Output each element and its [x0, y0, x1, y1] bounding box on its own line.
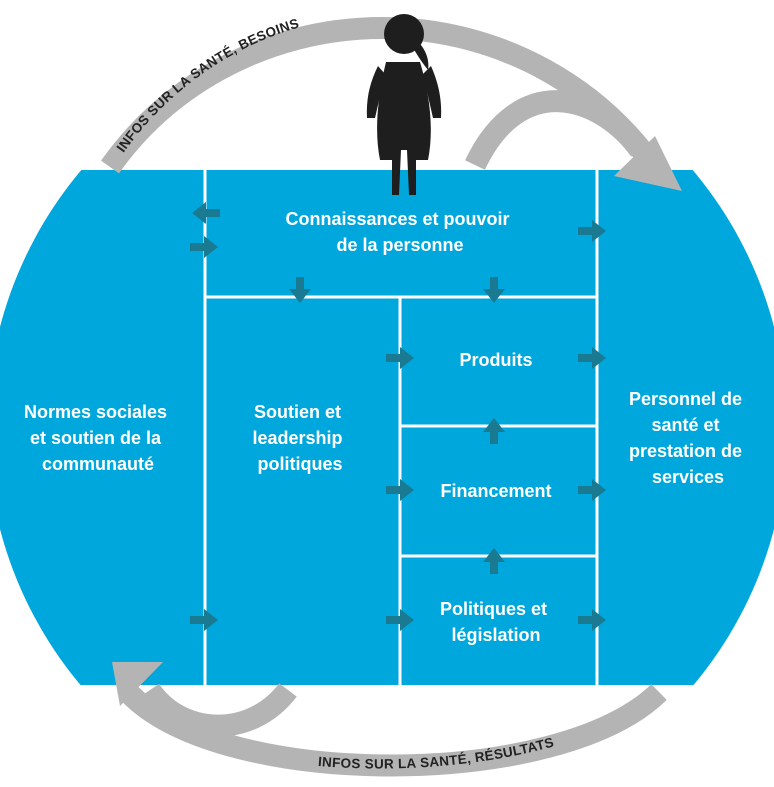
health-workforce-label: Personnel de santé et prestation de serv… — [629, 389, 747, 487]
arrow-financing-to-products — [483, 418, 505, 444]
arrow-political-to-products — [386, 347, 414, 369]
arrow-community-to-individual — [190, 236, 218, 258]
arrow-individual-to-products — [483, 277, 505, 303]
flow-arrows — [190, 202, 606, 631]
arrow-policies-to-financing — [483, 548, 505, 574]
arrow-financing-to-workforce — [578, 479, 606, 501]
arrow-political-to-policies — [386, 609, 414, 631]
policies-label: Politiques et législation — [440, 599, 552, 645]
bottom-cycle-arrow — [112, 662, 667, 777]
arrow-political-to-financing — [386, 479, 414, 501]
top-cycle-arrow — [101, 17, 682, 191]
financing-label: Financement — [440, 481, 551, 501]
products-label: Produits — [459, 350, 532, 370]
main-circle-band — [0, 170, 774, 685]
bottom-cycle-label: INFOS SUR LA SANTÉ, RÉSULTATS — [317, 734, 555, 771]
arrow-individual-to-workforce — [578, 220, 606, 242]
woman-person-icon — [366, 14, 442, 195]
arrow-products-to-workforce — [578, 347, 606, 369]
arrow-individual-to-political — [289, 277, 311, 303]
arrow-policies-to-workforce — [578, 609, 606, 631]
individual-label: Connaissances et pouvoir de la personne — [285, 209, 514, 255]
arrow-community-to-political — [190, 609, 218, 631]
arrow-individual-to-community — [192, 202, 220, 224]
community-label: Normes sociales et soutien de la communa… — [24, 402, 172, 474]
political-label: Soutien et leadership politiques — [252, 402, 347, 474]
